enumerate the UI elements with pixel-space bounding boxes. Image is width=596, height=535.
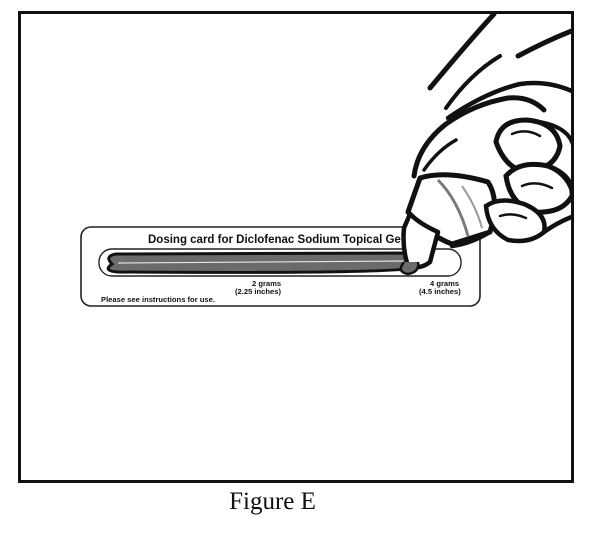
nozzle-gel-drop: [399, 261, 420, 276]
knuckle-lines: [498, 130, 554, 220]
hand-and-tube-drawing: [399, 14, 571, 276]
dosing-card: Dosing card for Diclofenac Sodium Topica…: [80, 226, 481, 307]
palm-crease: [445, 80, 571, 121]
forearm-outline: [427, 14, 497, 91]
forearm-outline-2: [515, 28, 571, 59]
forearm-inner: [444, 54, 502, 110]
mark-4g-inches: (4.5 inches): [419, 287, 461, 296]
mark-4g-label: 4 grams: [430, 279, 459, 288]
dosing-card-title: Dosing card for Diclofenac Sodium Topica…: [148, 234, 424, 246]
tube-shade-1: [436, 178, 470, 237]
instructions-note: Please see instructions for use.: [101, 295, 215, 304]
mark-2g-label: 2 grams: [252, 279, 281, 288]
figure-caption: Figure E: [229, 488, 316, 515]
thumb-outline: [411, 95, 547, 179]
finger-shading: [538, 120, 571, 197]
tube-shade-2: [461, 185, 483, 229]
tube-nozzle: [401, 211, 441, 270]
gel-ribbon-highlight: [117, 260, 407, 264]
thumb-nail: [422, 138, 458, 172]
hand-contour: [449, 214, 571, 249]
mark-2g-inches: (2.25 inches): [235, 287, 281, 296]
